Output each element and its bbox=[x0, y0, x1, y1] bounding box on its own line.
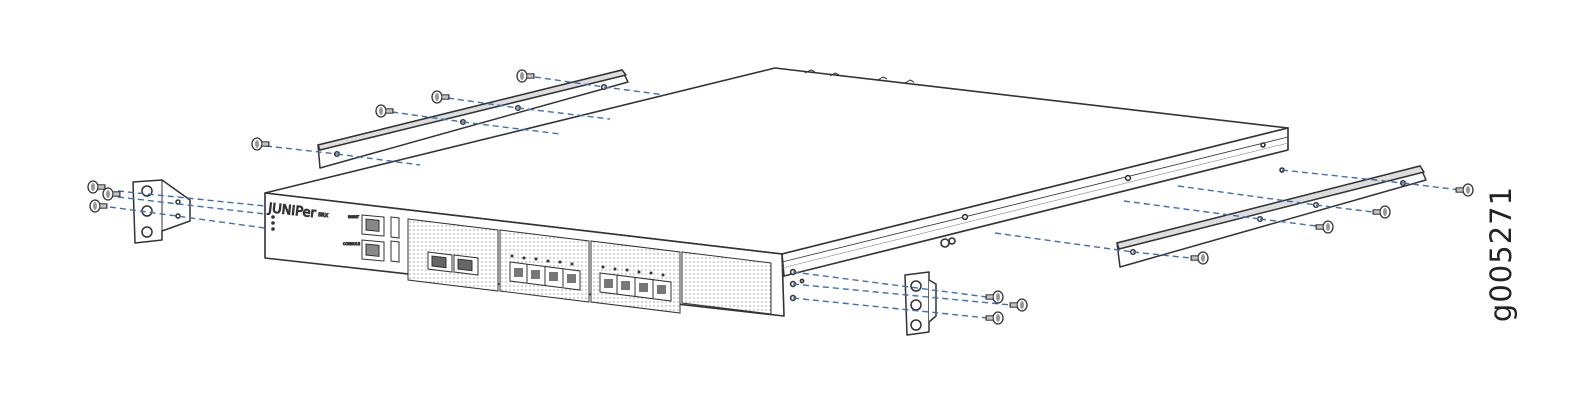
figure-id: g005271 bbox=[1484, 185, 1518, 323]
screw-icon bbox=[985, 290, 1004, 304]
screw-icon bbox=[375, 104, 394, 118]
port-label-mgmt: MGMT bbox=[348, 215, 360, 219]
front-panel: JUNIPer SRX MGMT CONSOLE bbox=[266, 200, 772, 315]
front-mounting-bracket-right bbox=[904, 271, 937, 336]
screw-icon bbox=[102, 187, 121, 201]
port-label-console: CONSOLE bbox=[343, 242, 360, 246]
screw-icon bbox=[1372, 205, 1391, 219]
rear-mounting-rail-left bbox=[317, 69, 629, 169]
screw-icon bbox=[1190, 251, 1209, 265]
rear-mounting-rail-right bbox=[1116, 165, 1427, 268]
screw-icon bbox=[431, 90, 450, 104]
screw-icon bbox=[87, 180, 106, 194]
alignment-guides bbox=[109, 76, 1461, 319]
screw-icon bbox=[251, 137, 270, 151]
screw-icon bbox=[89, 199, 108, 213]
module-4 bbox=[681, 251, 772, 315]
screw-icon bbox=[1455, 183, 1474, 197]
brand-logo: JUNIPer bbox=[267, 201, 318, 221]
screw-icon bbox=[516, 69, 535, 83]
chassis-side bbox=[781, 127, 1289, 277]
screw-icon bbox=[985, 311, 1004, 325]
screw-icon bbox=[1009, 298, 1028, 312]
model-label: SRX bbox=[318, 212, 329, 219]
front-mounting-bracket-left bbox=[132, 179, 191, 244]
module-1 bbox=[407, 218, 499, 292]
screw-icon bbox=[1315, 220, 1334, 234]
